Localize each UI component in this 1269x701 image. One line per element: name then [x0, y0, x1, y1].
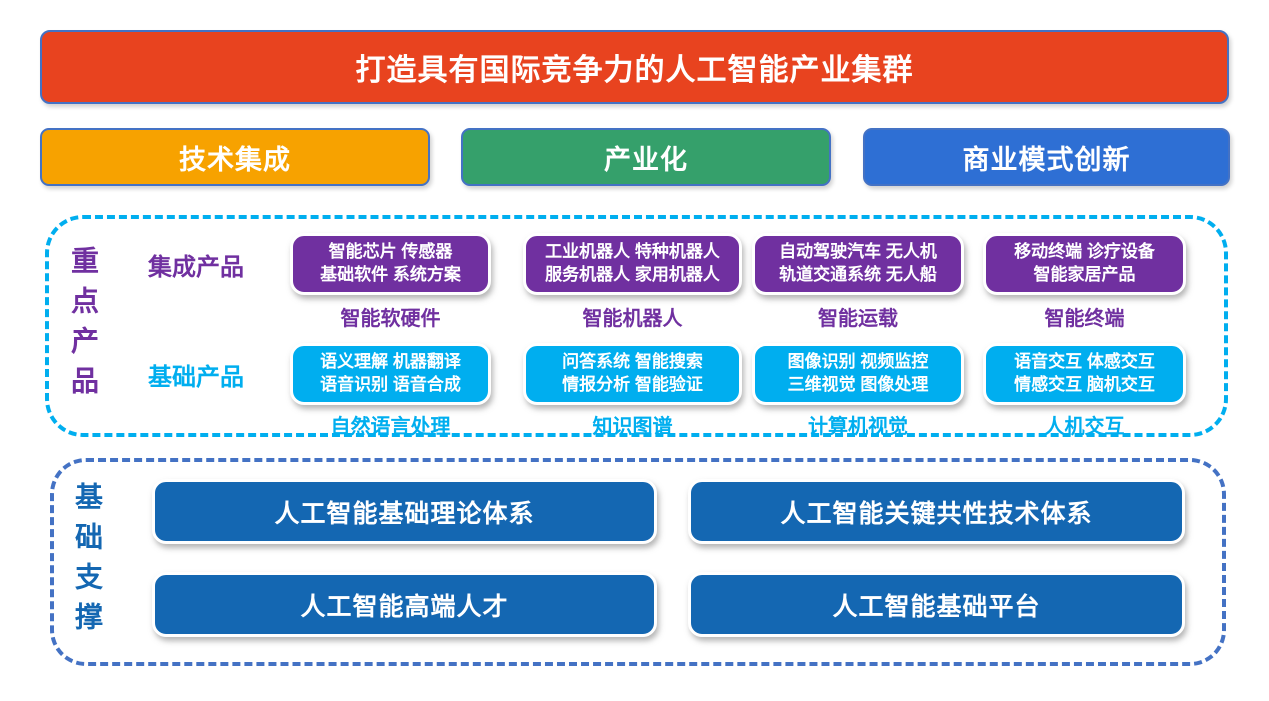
basic-caption: 人机交互	[1044, 415, 1125, 438]
foundation-box-label: 人工智能基础理论体系	[274, 499, 535, 528]
box-line: 语音交互 体感交互	[1014, 352, 1155, 372]
basic-caption: 自然语言处理	[330, 415, 451, 438]
box-line: 工业机器人 特种机器人	[545, 242, 720, 262]
basic-product-box-hci: 语音交互 体感交互 情感交互 脑机交互	[983, 343, 1186, 405]
integrated-product-box-robots: 工业机器人 特种机器人 服务机器人 家用机器人	[523, 233, 742, 295]
box-line: 情报分析 智能验证	[562, 375, 703, 394]
basic-caption: 知识图谱	[592, 415, 673, 438]
basic-caption: 计算机视觉	[808, 415, 908, 438]
integrated-caption: 智能机器人	[582, 307, 683, 330]
foundation-box-label: 人工智能关键共性技术体系	[780, 499, 1093, 528]
integrated-product-box-smart-hw-sw: 智能芯片 传感器 基础软件 系统方案	[290, 233, 491, 295]
box-line: 轨道交通系统 无人船	[779, 265, 937, 284]
box-line: 智能芯片 传感器	[328, 242, 453, 262]
phase-box-industrialization: 产业化	[461, 128, 831, 186]
phase-box-tech-integration: 技术集成	[40, 128, 430, 186]
integrated-product-box-smart-terminal: 移动终端 诊疗设备 智能家居产品	[983, 233, 1186, 295]
box-line: 语音识别 语音合成	[320, 375, 461, 394]
integrated-product-box-smart-transport: 自动驾驶汽车 无人机 轨道交通系统 无人船	[752, 233, 964, 295]
box-line: 智能家居产品	[1033, 265, 1136, 284]
banner-title: 打造具有国际竞争力的人工智能产业集群	[355, 54, 914, 87]
integrated-products-row-label: 集成产品	[148, 253, 244, 281]
key-products-side-label: 重点产品	[68, 246, 99, 406]
foundation-box-high-end-talent: 人工智能高端人才	[152, 572, 657, 637]
integrated-caption: 智能软硬件	[340, 307, 441, 330]
integrated-caption: 智能运载	[818, 307, 898, 330]
key-products-section-border	[45, 215, 1228, 437]
title-banner: 打造具有国际竞争力的人工智能产业集群	[40, 30, 1229, 104]
basic-products-row-label: 基础产品	[148, 363, 244, 391]
box-line: 服务机器人 家用机器人	[545, 265, 720, 284]
box-line: 问答系统 智能搜索	[562, 352, 703, 372]
integrated-caption: 智能终端	[1044, 307, 1125, 330]
box-line: 图像识别 视频监控	[787, 352, 929, 372]
basic-product-box-computer-vision: 图像识别 视频监控 三维视觉 图像处理	[752, 343, 964, 405]
foundation-box-basic-platform: 人工智能基础平台	[688, 572, 1185, 637]
basic-product-box-nlp: 语义理解 机器翻译 语音识别 语音合成	[290, 343, 491, 405]
box-line: 移动终端 诊疗设备	[1014, 242, 1155, 262]
foundation-box-label: 人工智能高端人才	[300, 592, 509, 621]
phase-label: 产业化	[604, 144, 688, 175]
foundation-side-label: 基础支撑	[72, 482, 103, 642]
phase-label: 技术集成	[179, 144, 291, 175]
foundation-box-key-common-tech: 人工智能关键共性技术体系	[688, 479, 1185, 544]
basic-product-box-knowledge-graph: 问答系统 智能搜索 情报分析 智能验证	[523, 343, 742, 405]
phase-label: 商业模式创新	[962, 144, 1131, 175]
box-line: 情感交互 脑机交互	[1014, 375, 1155, 394]
box-line: 三维视觉 图像处理	[787, 375, 929, 394]
box-line: 语义理解 机器翻译	[320, 352, 461, 372]
foundation-box-basic-theory: 人工智能基础理论体系	[152, 479, 657, 544]
foundation-box-label: 人工智能基础平台	[832, 592, 1041, 621]
box-line: 基础软件 系统方案	[320, 265, 461, 284]
phase-box-business-model-innovation: 商业模式创新	[863, 128, 1230, 186]
box-line: 自动驾驶汽车 无人机	[779, 242, 937, 262]
foundation-section-border	[50, 458, 1226, 666]
